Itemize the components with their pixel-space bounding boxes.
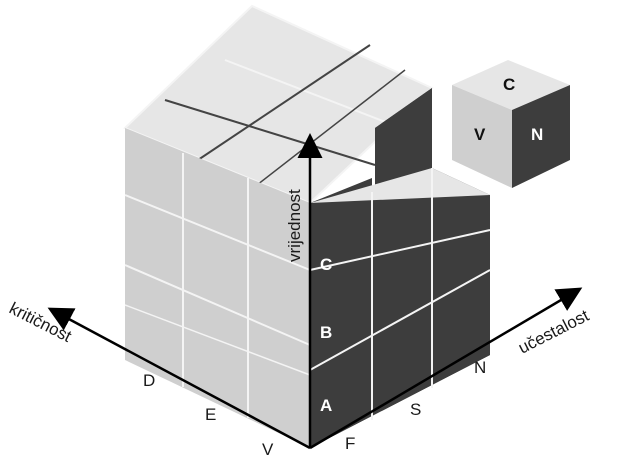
vertical-level-A: A xyxy=(320,396,332,415)
legend-left-label: V xyxy=(474,125,486,144)
right-levels: F S N xyxy=(345,358,486,453)
right-level-S: S xyxy=(410,400,421,419)
left-level-V: V xyxy=(262,440,274,459)
vertical-axis-label: vrijednost xyxy=(285,189,304,262)
left-axis-label: kritičnost xyxy=(6,299,75,347)
vertical-levels: A B C xyxy=(320,255,332,415)
vertical-level-C: C xyxy=(320,255,332,274)
left-level-D: D xyxy=(143,371,155,390)
left-level-E: E xyxy=(205,405,216,424)
axis-arrows xyxy=(47,133,583,450)
vertical-level-B: B xyxy=(320,323,332,342)
legend-cube: C V N xyxy=(452,60,570,188)
cube-right-face xyxy=(309,88,491,448)
cube-left-face xyxy=(124,128,311,448)
right-level-N: N xyxy=(474,358,486,377)
right-level-F: F xyxy=(345,434,355,453)
legend-right-label: N xyxy=(531,125,543,144)
right-axis-label: učestalost xyxy=(515,306,592,358)
legend-top-label: C xyxy=(503,75,515,94)
left-levels: D E V xyxy=(143,371,274,459)
